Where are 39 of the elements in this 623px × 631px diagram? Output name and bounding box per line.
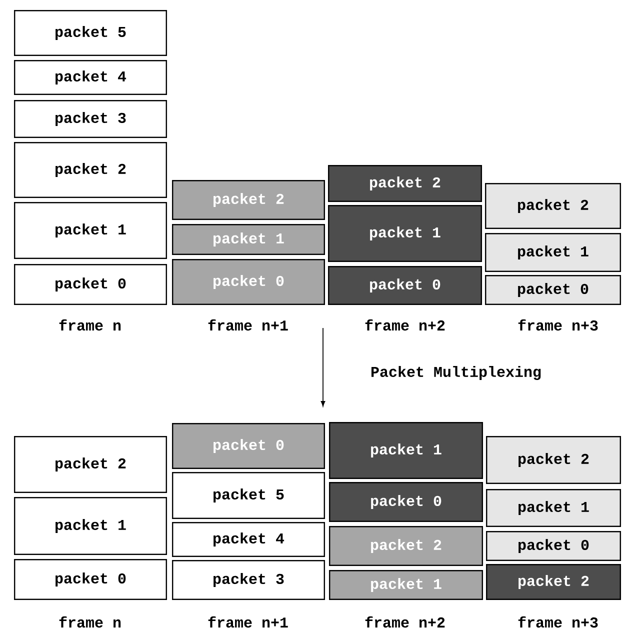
packet-box: packet 2 <box>14 142 167 198</box>
frame-label: frame n+1 <box>208 319 288 331</box>
packet-box: packet 2 <box>486 564 621 600</box>
frame-label: frame n+3 <box>518 319 598 331</box>
frame-label: frame n+3 <box>518 616 598 628</box>
frame-label: frame n+2 <box>365 616 445 628</box>
packet-box: packet 1 <box>14 497 167 555</box>
packet-box: packet 2 <box>485 183 621 229</box>
packet-box: packet 5 <box>172 472 325 519</box>
packet-box: packet 0 <box>328 266 482 305</box>
packet-box: packet 1 <box>329 570 484 600</box>
packet-box: packet 2 <box>14 436 167 493</box>
packet-box: packet 0 <box>172 258 325 305</box>
packet-box: packet 1 <box>329 422 484 479</box>
packet-box: packet 2 <box>172 180 325 220</box>
packet-box: packet 3 <box>14 100 167 138</box>
packet-box: packet 0 <box>172 423 325 469</box>
frame-label: frame n+2 <box>365 319 445 331</box>
packet-box: packet 0 <box>486 531 621 561</box>
packet-box: packet 1 <box>486 489 621 527</box>
frame-label: frame n <box>59 319 121 331</box>
packet-box: packet 1 <box>485 233 621 272</box>
packet-box: packet 0 <box>14 264 167 305</box>
packet-box: packet 0 <box>14 559 167 600</box>
packet-box: packet 1 <box>14 202 167 259</box>
heading-label: Packet Multiplexing <box>371 366 541 380</box>
packet-box: packet 4 <box>172 522 325 557</box>
packet-box: packet 0 <box>485 275 621 305</box>
packet-box: packet 0 <box>329 482 484 522</box>
packet-box: packet 2 <box>329 526 484 566</box>
packet-box: packet 1 <box>172 224 325 255</box>
packet-box: packet 4 <box>14 60 167 95</box>
packet-box: packet 2 <box>328 165 482 202</box>
frame-label: frame n+1 <box>208 616 288 628</box>
frame-label: frame n <box>59 616 121 628</box>
packet-box: packet 3 <box>172 560 325 600</box>
packet-box: packet 1 <box>328 205 482 262</box>
packet-box: packet 5 <box>14 10 167 56</box>
packet-box: packet 2 <box>486 436 621 484</box>
